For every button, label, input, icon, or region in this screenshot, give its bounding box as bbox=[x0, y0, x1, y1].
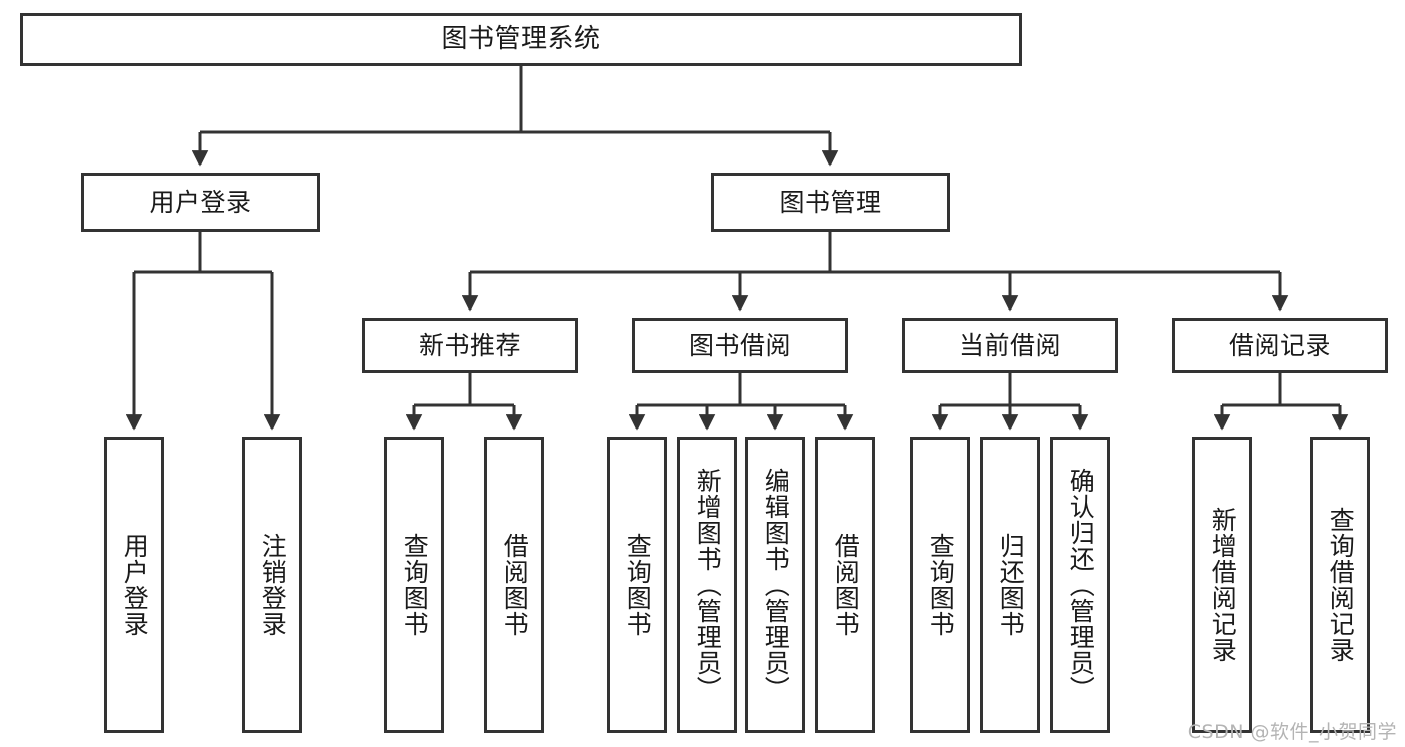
node-label: 确认归还（管理员） bbox=[1066, 468, 1096, 702]
node-leaf-borrow-book-2[interactable]: 借阅图书 bbox=[815, 437, 875, 733]
node-book-management[interactable]: 图书管理 bbox=[711, 173, 950, 232]
node-label: 查询图书 bbox=[623, 533, 653, 637]
node-label: 归还图书 bbox=[996, 533, 1026, 637]
node-label: 当前借阅 bbox=[958, 330, 1061, 360]
node-label: 查询图书 bbox=[926, 533, 956, 637]
node-label: 图书借阅 bbox=[688, 330, 791, 360]
node-label: 图书管理系统 bbox=[441, 24, 601, 55]
csdn-watermark: CSDN @软件_小贺同学 bbox=[1187, 721, 1397, 743]
node-label: 编辑图书（管理员） bbox=[761, 468, 791, 702]
node-current-borrow[interactable]: 当前借阅 bbox=[902, 318, 1118, 373]
node-new-book-recommend[interactable]: 新书推荐 bbox=[362, 318, 578, 373]
node-leaf-query-book-3[interactable]: 查询图书 bbox=[910, 437, 970, 733]
node-borrow-record[interactable]: 借阅记录 bbox=[1172, 318, 1388, 373]
node-label: 新增图书（管理员） bbox=[693, 468, 723, 702]
node-label: 查询借阅记录 bbox=[1326, 507, 1356, 663]
node-label: 借阅图书 bbox=[831, 533, 861, 637]
node-label: 注销登录 bbox=[258, 533, 288, 637]
node-label: 借阅记录 bbox=[1228, 330, 1331, 360]
node-label: 用户登录 bbox=[149, 187, 252, 217]
node-label: 新增借阅记录 bbox=[1208, 507, 1238, 663]
node-label: 新书推荐 bbox=[418, 330, 521, 360]
node-leaf-confirm-return-admin[interactable]: 确认归还（管理员） bbox=[1050, 437, 1110, 733]
node-leaf-query-book-1[interactable]: 查询图书 bbox=[384, 437, 444, 733]
node-label: 用户登录 bbox=[120, 533, 150, 637]
node-leaf-query-borrow-record[interactable]: 查询借阅记录 bbox=[1310, 437, 1370, 733]
node-root-system[interactable]: 图书管理系统 bbox=[20, 13, 1022, 66]
node-leaf-query-book-2[interactable]: 查询图书 bbox=[607, 437, 667, 733]
node-leaf-add-book-admin[interactable]: 新增图书（管理员） bbox=[677, 437, 737, 733]
node-leaf-logout-login[interactable]: 注销登录 bbox=[242, 437, 302, 733]
node-label: 借阅图书 bbox=[500, 533, 530, 637]
node-leaf-edit-book-admin[interactable]: 编辑图书（管理员） bbox=[745, 437, 805, 733]
node-book-borrow[interactable]: 图书借阅 bbox=[632, 318, 848, 373]
node-label: 图书管理 bbox=[779, 187, 882, 217]
node-leaf-add-borrow-record[interactable]: 新增借阅记录 bbox=[1192, 437, 1252, 733]
node-user-login[interactable]: 用户登录 bbox=[81, 173, 320, 232]
node-leaf-borrow-book-1[interactable]: 借阅图书 bbox=[484, 437, 544, 733]
node-label: 查询图书 bbox=[400, 533, 430, 637]
node-leaf-user-login[interactable]: 用户登录 bbox=[104, 437, 164, 733]
node-leaf-return-book[interactable]: 归还图书 bbox=[980, 437, 1040, 733]
